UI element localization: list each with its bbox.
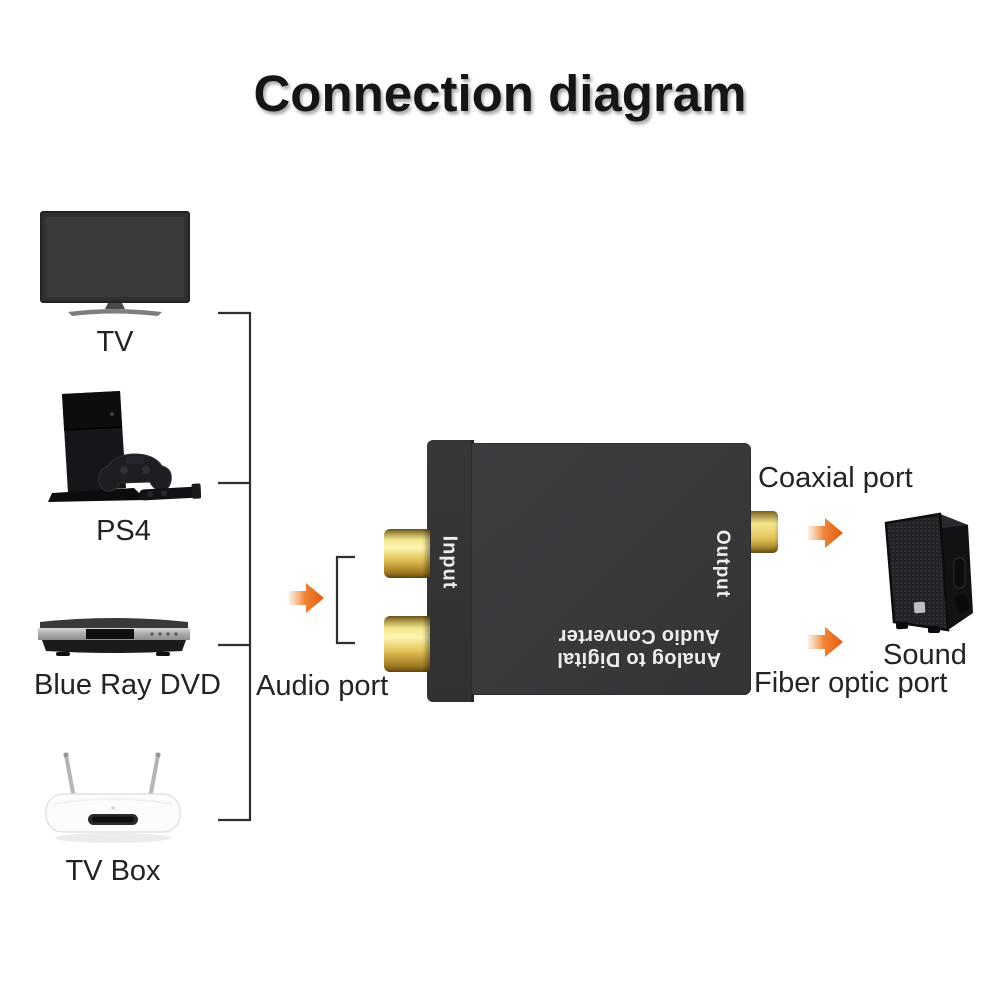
arrow-right-icon — [808, 518, 843, 548]
input-bracket — [335, 555, 355, 645]
converter-input-label: Input — [438, 535, 461, 589]
device-label-ps4: PS4 — [96, 515, 151, 547]
page-title: Connection diagram — [253, 65, 747, 122]
device-blue-ray-dvd: Blue Ray DVD — [34, 610, 221, 702]
device-label-blue-ray-dvd: Blue Ray DVD — [34, 669, 221, 701]
converter-name-line2: Audio Converter — [558, 625, 720, 647]
audio-converter-image: Input Output Analog to Digital Audio Con… — [384, 438, 784, 706]
device-speaker — [876, 510, 978, 645]
dvd-player-icon — [38, 618, 190, 656]
arrow-right-icon — [289, 583, 324, 613]
coaxial-port-label: Coaxial port — [758, 462, 913, 494]
source-bracket — [218, 311, 252, 822]
audio-port-label: Audio port — [256, 670, 389, 702]
ps4-console-icon — [48, 391, 202, 502]
converter-body — [471, 443, 751, 695]
device-label-tv-box: TV Box — [65, 855, 161, 887]
rca-jack-icon — [384, 616, 430, 672]
fiber-optic-port-label: Fiber optic port — [754, 667, 948, 699]
tv-icon — [40, 211, 190, 316]
rca-jack-icon — [384, 529, 430, 578]
arrow-right-icon — [808, 627, 843, 657]
device-tv: TV — [40, 211, 190, 359]
sound-label: Sound — [883, 639, 967, 671]
coax-plug-icon — [748, 511, 778, 553]
converter-name-line1: Analog to Digital — [557, 648, 721, 670]
converter-name-text: Analog to Digital Audio Converter — [514, 625, 764, 670]
device-ps4: PS4 — [46, 388, 202, 548]
device-tv-box: TV Box — [44, 750, 182, 888]
device-label-tv: TV — [96, 326, 134, 358]
speaker-icon — [884, 512, 973, 633]
converter-output-label: Output — [712, 529, 734, 599]
tv-box-icon — [45, 752, 181, 843]
